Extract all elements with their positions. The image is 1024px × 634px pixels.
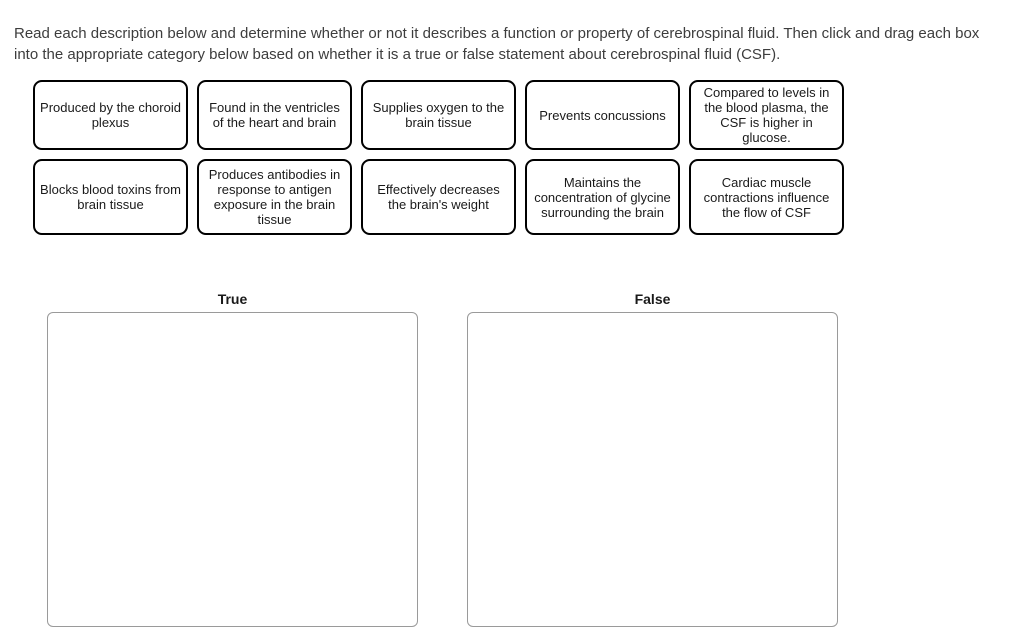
- true-category: True: [47, 291, 418, 627]
- card-row-2: Blocks blood toxins from brain tissue Pr…: [33, 159, 845, 235]
- false-category-label: False: [634, 291, 671, 307]
- draggable-card[interactable]: Effectively decreases the brain's weight: [361, 159, 516, 235]
- draggable-card[interactable]: Supplies oxygen to the brain tissue: [361, 80, 516, 150]
- instructions-text: Read each description below and determin…: [14, 25, 980, 63]
- false-dropzone[interactable]: [467, 312, 838, 627]
- draggable-card[interactable]: Blocks blood toxins from brain tissue: [33, 159, 188, 235]
- true-category-label: True: [217, 291, 248, 307]
- card-bank: Produced by the choroid plexus Found in …: [33, 80, 845, 235]
- false-category: False: [467, 291, 838, 627]
- true-dropzone[interactable]: [47, 312, 418, 627]
- draggable-card[interactable]: Produced by the choroid plexus: [33, 80, 188, 150]
- draggable-card[interactable]: Maintains the concentration of glycine s…: [525, 159, 680, 235]
- draggable-card[interactable]: Found in the ventricles of the heart and…: [197, 80, 352, 150]
- card-row-1: Produced by the choroid plexus Found in …: [33, 80, 845, 150]
- draggable-card[interactable]: Cardiac muscle contractions influence th…: [689, 159, 844, 235]
- draggable-card[interactable]: Compared to levels in the blood plasma, …: [689, 80, 844, 150]
- draggable-card[interactable]: Produces antibodies in response to antig…: [197, 159, 352, 235]
- draggable-card[interactable]: Prevents concussions: [525, 80, 680, 150]
